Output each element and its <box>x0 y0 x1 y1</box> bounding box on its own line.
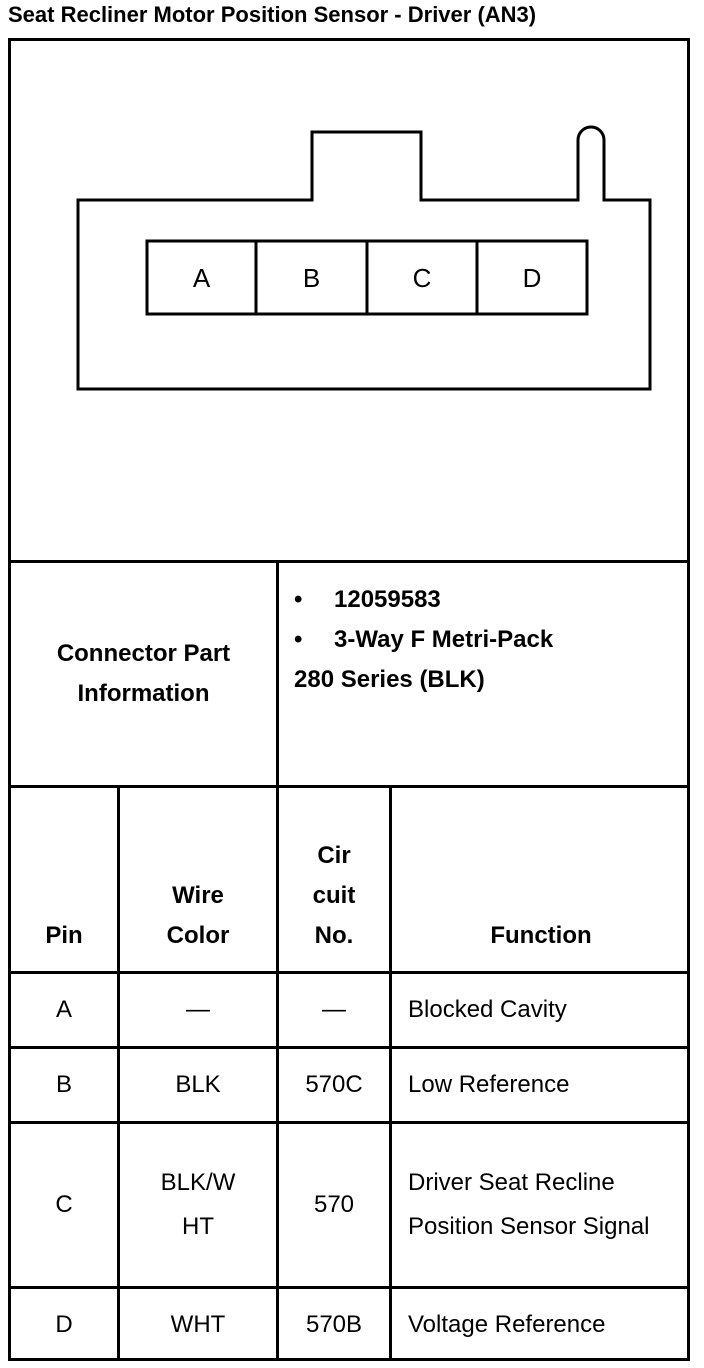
divider <box>8 1121 690 1124</box>
table-row-a-function: Blocked Cavity <box>408 996 567 1023</box>
table-row-d-function: Voltage Reference <box>408 1311 606 1338</box>
connector-info-values: •12059583 •3-Way F Metri-Pack 280 Series… <box>294 580 553 700</box>
divider <box>8 1286 690 1289</box>
connector-info-label: Connector Part Information <box>56 640 231 707</box>
header-circuit: Cir cuit No. <box>312 841 356 949</box>
header-pin: Pin <box>45 921 83 949</box>
connector-body <box>76 125 652 391</box>
table-row-c-color: BLK/W HT <box>160 1169 236 1240</box>
cavity-label-d: D <box>522 262 542 293</box>
table-row-a-pin: A <box>55 996 72 1023</box>
table-row-b-function: Low Reference <box>408 1071 570 1098</box>
divider <box>8 1046 690 1049</box>
cavity-label-b: B <box>302 262 321 293</box>
table-row-d-color: WHT <box>170 1311 226 1338</box>
table-row-b-color: BLK <box>175 1071 221 1098</box>
divider <box>8 560 690 563</box>
page-title: Seat Recliner Motor Position Sensor - Dr… <box>8 2 537 27</box>
table-row-c-function: Driver Seat Recline Position Sensor Sign… <box>408 1169 650 1240</box>
divider <box>389 785 392 1361</box>
cavity-label-a: A <box>192 262 211 293</box>
connector-diagram <box>76 125 652 391</box>
connector-frame <box>8 38 690 1361</box>
divider <box>8 971 690 974</box>
connector-type: 3-Way F Metri-Pack <box>334 626 554 653</box>
header-wire-color: Wire Color <box>166 881 230 949</box>
table-row-d-pin: D <box>55 1311 73 1338</box>
part-number: 12059583 <box>334 586 441 613</box>
divider <box>117 785 120 1361</box>
table-row-c-pin: C <box>55 1191 73 1218</box>
table-row-b-pin: B <box>55 1071 72 1098</box>
table-row-c-circuit: 570 <box>313 1191 355 1218</box>
table-row-d-circuit: 570B <box>305 1311 363 1338</box>
pin-cavities <box>145 239 589 316</box>
divider <box>276 560 279 1361</box>
header-function: Function <box>490 921 592 949</box>
table-row-b-circuit: 570C <box>305 1071 363 1098</box>
divider <box>8 785 690 788</box>
cavity-label-c: C <box>412 262 432 293</box>
table-row-a-circuit: — <box>322 996 346 1023</box>
table-row-a-color: — <box>186 996 210 1023</box>
connector-series: 280 Series (BLK) <box>294 666 485 693</box>
